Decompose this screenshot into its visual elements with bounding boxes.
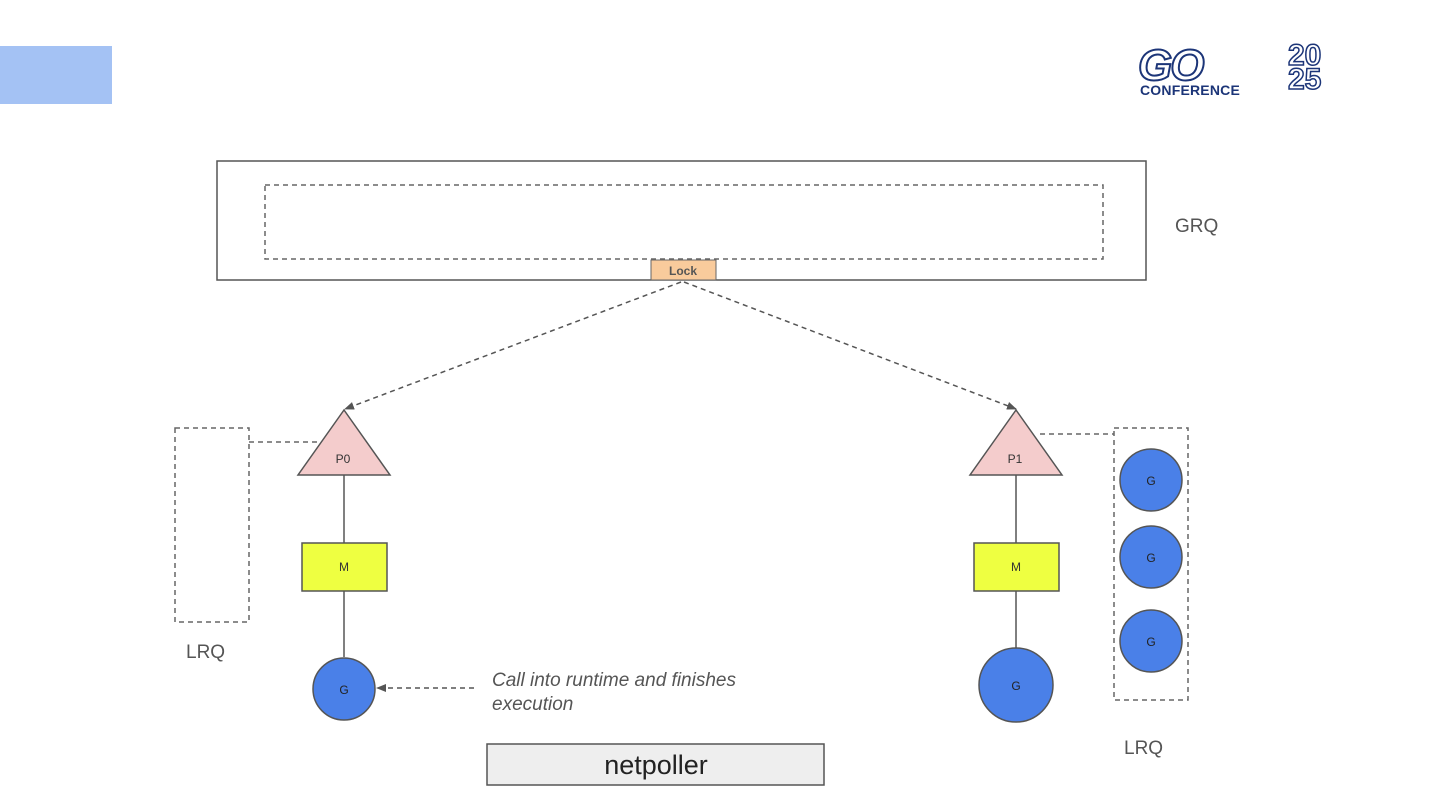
lrq-p1-goroutine-3-label: G xyxy=(1146,635,1155,649)
goroutine-g1 xyxy=(978,647,1054,723)
lrq-p1-label: LRQ xyxy=(1124,738,1163,759)
lrq-p1-goroutine-2-label: G xyxy=(1146,551,1155,565)
grq-queue-area xyxy=(264,184,1104,260)
lock-label: Lock xyxy=(669,264,697,278)
lrq-p0-label: LRQ xyxy=(186,642,225,663)
grq-label: GRQ xyxy=(1175,216,1218,237)
processor-p1 xyxy=(968,408,1064,476)
annotation-line2: execution xyxy=(492,694,573,715)
machine-m1-label: M xyxy=(1011,560,1021,574)
lock-to-p0-arrow xyxy=(344,281,682,410)
corner-accent-block xyxy=(0,46,112,104)
goroutine-g0-label: G xyxy=(339,683,348,697)
netpoller-box xyxy=(486,743,825,786)
lrq-p1-goroutine-1-label: G xyxy=(1146,474,1155,488)
lock-to-p1-arrow xyxy=(683,281,1017,410)
netpoller-label: netpoller xyxy=(604,750,708,780)
machine-m1 xyxy=(973,542,1060,592)
lrq-p1-goroutine-2 xyxy=(1119,525,1183,589)
machine-m0 xyxy=(301,542,388,592)
logo-go-text: GO xyxy=(1137,41,1205,90)
logo-conference-text: CONFERENCE xyxy=(1140,82,1241,98)
goroutine-g1-label: G xyxy=(1011,679,1020,693)
logo-year-top: 20 xyxy=(1287,39,1322,72)
processor-p0 xyxy=(296,408,392,476)
goroutine-g0 xyxy=(312,657,376,721)
lrq-p1-box xyxy=(1113,427,1189,701)
lrq-p1-goroutine-1 xyxy=(1119,448,1183,512)
logo-year: 20 25 xyxy=(1287,39,1358,96)
lrq-p0-box xyxy=(174,427,250,623)
logo-year-bottom: 25 xyxy=(1287,63,1322,96)
processor-p1-label: P1 xyxy=(1008,452,1023,466)
lock-box xyxy=(650,259,717,281)
lrq-p1-goroutine-3 xyxy=(1119,609,1183,673)
go-conference-logo: GO 20 25 CONFERENCE xyxy=(1137,39,1360,100)
annotation-line1: Call into runtime and finishes xyxy=(492,670,736,691)
processor-p0-label: P0 xyxy=(336,452,351,466)
machine-m0-label: M xyxy=(339,560,349,574)
